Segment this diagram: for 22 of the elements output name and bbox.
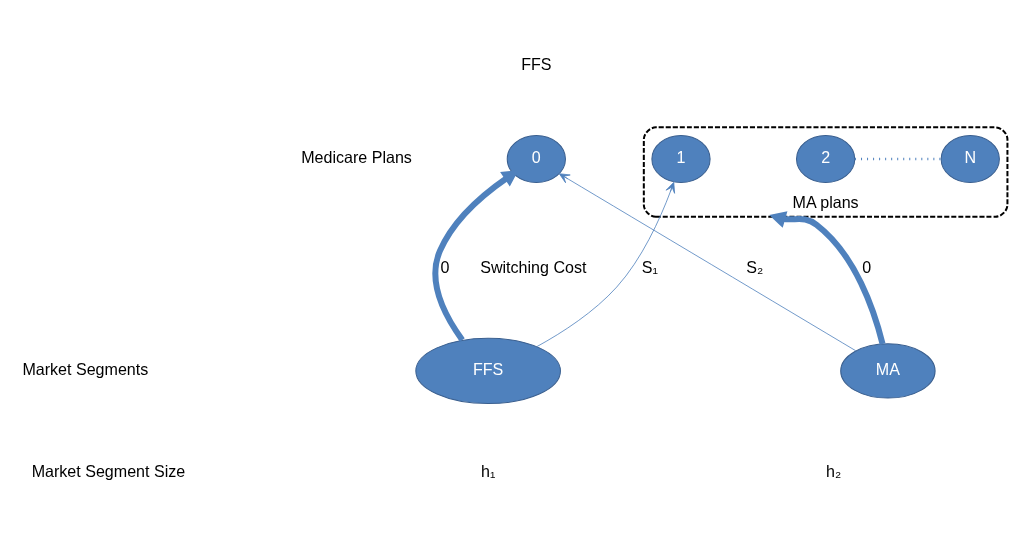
node-ellipse: N <box>940 134 1000 184</box>
connector <box>854 157 941 161</box>
edge-label: 0 <box>439 257 449 276</box>
node-ellipse: MA <box>839 343 936 399</box>
node-ellipse: 0 <box>506 134 566 184</box>
edge-label: S₁ <box>641 257 658 276</box>
label: h₂ <box>825 461 841 480</box>
label: Market Segments <box>21 359 148 378</box>
label: Switching Cost <box>479 257 586 276</box>
arrow <box>432 170 519 342</box>
node-ellipse: 2 <box>795 134 855 184</box>
arrow <box>768 211 885 345</box>
label: h₁ <box>480 461 495 480</box>
node-ellipse: FFS <box>414 337 561 405</box>
label: Medicare Plans <box>300 147 412 166</box>
node-ellipse: 1 <box>650 134 711 184</box>
edge-label: 0 <box>861 257 871 276</box>
arrow <box>558 173 856 352</box>
edge-label: S₂ <box>745 257 763 276</box>
node-label: FFS <box>520 54 552 73</box>
arrow <box>536 181 675 347</box>
label: Market Segment Size <box>31 461 185 480</box>
